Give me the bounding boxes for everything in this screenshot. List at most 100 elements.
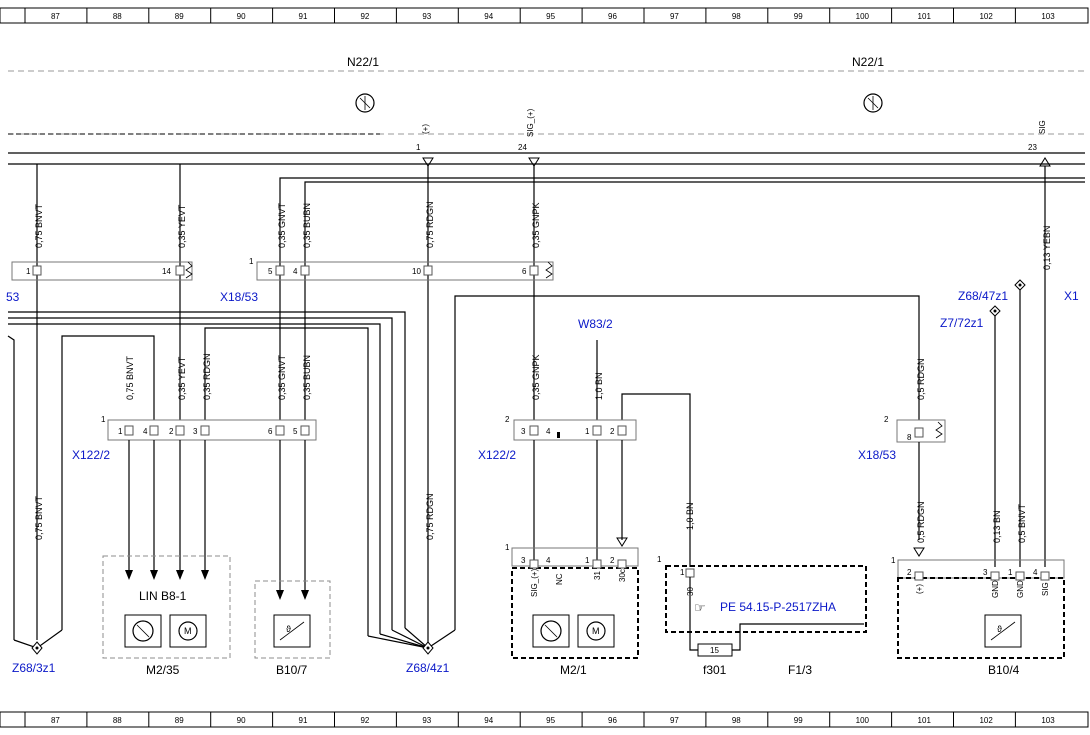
temperature-sensor-icon bbox=[355, 93, 375, 113]
x122-2-left-label[interactable]: X122/2 bbox=[72, 448, 110, 462]
wire-bn-f1 bbox=[621, 393, 691, 567]
grid-column-label: 93 bbox=[422, 12, 431, 21]
grid-column-label: 97 bbox=[670, 716, 679, 725]
z7-72z1-label[interactable]: Z7/72z1 bbox=[940, 316, 984, 330]
grid-column-label: 91 bbox=[299, 716, 308, 725]
x122-2-mid-label[interactable]: X122/2 bbox=[478, 448, 516, 462]
svg-text:3: 3 bbox=[521, 427, 526, 436]
grid-column-label: 96 bbox=[608, 12, 617, 21]
connector-x18-53-left: 1 14 bbox=[11, 261, 193, 281]
connector-x18-53-mid: 5 4 10 6 1 bbox=[249, 257, 554, 281]
grid-column-label: 95 bbox=[546, 12, 555, 21]
connector-triangle bbox=[422, 157, 434, 167]
svg-text:5: 5 bbox=[293, 427, 298, 436]
grid-column-label: 95 bbox=[546, 716, 555, 725]
signal-arrows bbox=[125, 440, 309, 600]
wire-label: 0,35 GNPK bbox=[531, 202, 541, 248]
x18-53-partial-label[interactable]: 53 bbox=[6, 290, 20, 304]
wire-label: 0,5 RDGN bbox=[916, 501, 926, 543]
pin-func-label: GND bbox=[991, 580, 1000, 598]
x18-53-label[interactable]: X18/53 bbox=[220, 290, 258, 304]
wire-label: 0,5 BNVT bbox=[1017, 503, 1027, 543]
z68-47z1-label[interactable]: Z68/47z1 bbox=[958, 289, 1008, 303]
svg-text:5: 5 bbox=[268, 267, 273, 276]
f1-3-label: F1/3 bbox=[788, 663, 812, 677]
fuse-value: 15 bbox=[710, 646, 719, 655]
harness-wire bbox=[8, 317, 393, 630]
svg-text:6: 6 bbox=[522, 267, 527, 276]
grid-column-label: 101 bbox=[918, 12, 932, 21]
wire-label: 0,5 RDGN bbox=[916, 358, 926, 400]
w83-2-label[interactable]: W83/2 bbox=[578, 317, 613, 331]
lin-b8-1-label: LIN B8-1 bbox=[139, 589, 187, 603]
wire-gnvt bbox=[279, 177, 1085, 420]
pin-func-label: SIG_(+) bbox=[530, 568, 539, 597]
n22-right-label: N22/1 bbox=[852, 55, 884, 69]
component-m2-1[interactable]: M bbox=[511, 547, 639, 659]
b10-4-pin: 4 bbox=[1033, 568, 1038, 577]
splice-diamond bbox=[1014, 279, 1026, 291]
grid-column-label: 94 bbox=[484, 12, 493, 21]
wire-label: 0,75 BNVT bbox=[125, 355, 135, 400]
component-f1-3[interactable] bbox=[665, 565, 867, 657]
z68-3z1-label[interactable]: Z68/3z1 bbox=[12, 661, 56, 675]
wire-bubn bbox=[304, 181, 1085, 420]
harness-wire bbox=[61, 335, 155, 630]
svg-text:14: 14 bbox=[162, 267, 171, 276]
svg-text:10: 10 bbox=[412, 267, 421, 276]
grid-column-label: 90 bbox=[237, 716, 246, 725]
pin-sig-plus-label: SIG_(+) bbox=[526, 108, 535, 137]
pin-func-label: GND bbox=[1016, 580, 1025, 598]
temperature-sensor-icon bbox=[863, 93, 883, 113]
pin-func-label: 31 bbox=[593, 571, 602, 580]
grid-column-label: 96 bbox=[608, 716, 617, 725]
harness-wire bbox=[7, 335, 15, 640]
z68-4z1-label[interactable]: Z68/4z1 bbox=[406, 661, 450, 675]
wire-label: 0,13 BN bbox=[992, 510, 1002, 543]
b10-4-pin: 1 bbox=[1008, 568, 1013, 577]
svg-text:2: 2 bbox=[169, 427, 174, 436]
svg-text:1: 1 bbox=[585, 427, 590, 436]
grid-column-label: 87 bbox=[51, 12, 60, 21]
grid-column-label: 90 bbox=[237, 12, 246, 21]
wire-label: 0,75 BNVT bbox=[34, 495, 44, 540]
wire-label: 0,35 GNVT bbox=[277, 202, 287, 248]
grid-column-label: 92 bbox=[360, 716, 369, 725]
pe-reference-link[interactable]: PE 54.15-P-2517ZHA bbox=[720, 600, 836, 614]
grid-column-label: 98 bbox=[732, 716, 741, 725]
x18-53-right-label[interactable]: X18/53 bbox=[858, 448, 896, 462]
b10-4-label: B10/4 bbox=[988, 663, 1020, 677]
svg-text:1: 1 bbox=[26, 267, 31, 276]
x1-partial-label[interactable]: X1 bbox=[1064, 289, 1079, 303]
pin-1-label: 1 bbox=[416, 143, 421, 152]
connector-triangle bbox=[528, 157, 540, 167]
pin-sig-label: SIG bbox=[1038, 120, 1047, 134]
pin-func-label: 30c bbox=[618, 569, 627, 582]
grid-column-label: 100 bbox=[856, 12, 870, 21]
svg-text:1: 1 bbox=[101, 415, 106, 424]
connector-x122-2-left: 1 1 4 2 3 6 5 bbox=[101, 415, 317, 441]
n22-left-label: N22/1 bbox=[347, 55, 379, 69]
grid-column-label: 89 bbox=[175, 12, 184, 21]
m2-1-label: M2/1 bbox=[560, 663, 587, 677]
b10-4-pin: 1 bbox=[891, 556, 896, 565]
connector-triangle bbox=[616, 537, 628, 547]
pin-24-label: 24 bbox=[518, 143, 527, 152]
grid-column-label: 88 bbox=[113, 12, 122, 21]
component-b10-7[interactable]: ϑ bbox=[254, 580, 331, 659]
b10-4-pin: 3 bbox=[983, 568, 988, 577]
wire-label: 0,35 RDGN bbox=[202, 353, 212, 400]
component-m2-35[interactable]: M bbox=[102, 555, 231, 659]
svg-text:1: 1 bbox=[249, 257, 254, 266]
harness-wire bbox=[204, 327, 369, 636]
harness-wire bbox=[8, 311, 406, 628]
wire-label: 0,35 GNPK bbox=[531, 354, 541, 400]
grid-column-label: 99 bbox=[794, 12, 803, 21]
grid-column-label: 102 bbox=[979, 12, 993, 21]
component-b10-4[interactable]: ϑ bbox=[897, 559, 1065, 659]
m2-35-label: M2/35 bbox=[146, 663, 180, 677]
pin-func-label: 30 bbox=[686, 587, 695, 596]
grid-column-label: 102 bbox=[979, 716, 993, 725]
f1-3-pin: 1 bbox=[657, 555, 662, 564]
